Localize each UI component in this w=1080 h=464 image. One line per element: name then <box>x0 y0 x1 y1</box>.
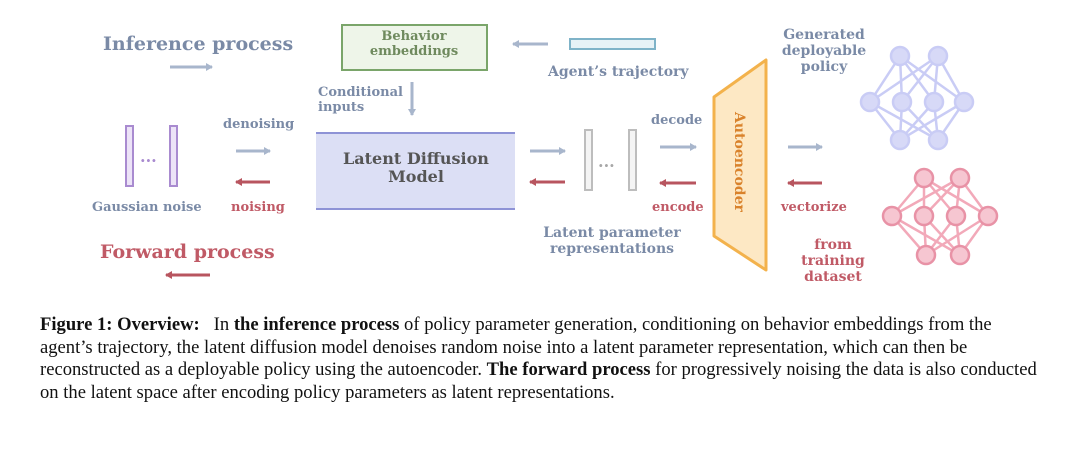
latent-bar-right <box>628 129 637 191</box>
diagram-graphics <box>125 24 999 279</box>
forward-process-label: Forward process <box>100 241 275 263</box>
latent-diffusion-box <box>316 133 515 209</box>
from-training-dataset-label: from training dataset <box>801 237 865 286</box>
vectorize-label: vectorize <box>781 200 847 215</box>
trajectory-box <box>569 38 656 50</box>
caption-text-1: In <box>213 314 234 335</box>
noising-label: noising <box>231 200 285 215</box>
latent-representations-label: Latent parameter representations <box>543 225 681 258</box>
agents-trajectory-label: Agent’s trajectory <box>548 64 689 80</box>
caption-bold-2: The forward process <box>486 359 651 380</box>
latent-ellipsis: ··· <box>598 156 615 175</box>
generated-policy-label: Generated deployable policy <box>781 27 867 76</box>
decode-label: decode <box>651 113 703 128</box>
caption-text-3: for progressively noising the data is al… <box>40 359 1037 403</box>
overview-figure: Inference process Forward process Behavi… <box>92 24 999 286</box>
training-dataset-network <box>881 167 999 266</box>
caption-bold-1: the inference process <box>233 314 400 335</box>
noise-bar-right <box>169 125 178 187</box>
latent-diffusion-model-label: Latent Diffusion Model <box>343 149 489 187</box>
generated-policy-network <box>859 45 975 151</box>
gaussian-noise-label: Gaussian noise <box>92 200 202 215</box>
inference-process-label: Inference process <box>103 33 294 55</box>
denoising-label: denoising <box>223 117 295 132</box>
figure-caption: Figure 1: Overview: In the inference pro… <box>40 314 1040 404</box>
encode-label: encode <box>652 200 704 215</box>
noise-ellipsis: ··· <box>140 151 157 170</box>
caption-figure-label: Figure 1: Overview: <box>40 314 200 335</box>
autoencoder-shape <box>712 58 768 272</box>
latent-bar-left <box>584 129 593 191</box>
autoencoder-label: Autoencoder <box>731 112 747 212</box>
conditional-inputs-label: Conditional inputs <box>318 85 403 115</box>
caption-text-2: of policy parameter generation, conditio… <box>40 314 992 380</box>
behavior-embeddings-label: Behavior embeddings <box>369 29 459 59</box>
behavior-embeddings-box <box>341 24 488 71</box>
noise-bar-left <box>125 125 134 187</box>
